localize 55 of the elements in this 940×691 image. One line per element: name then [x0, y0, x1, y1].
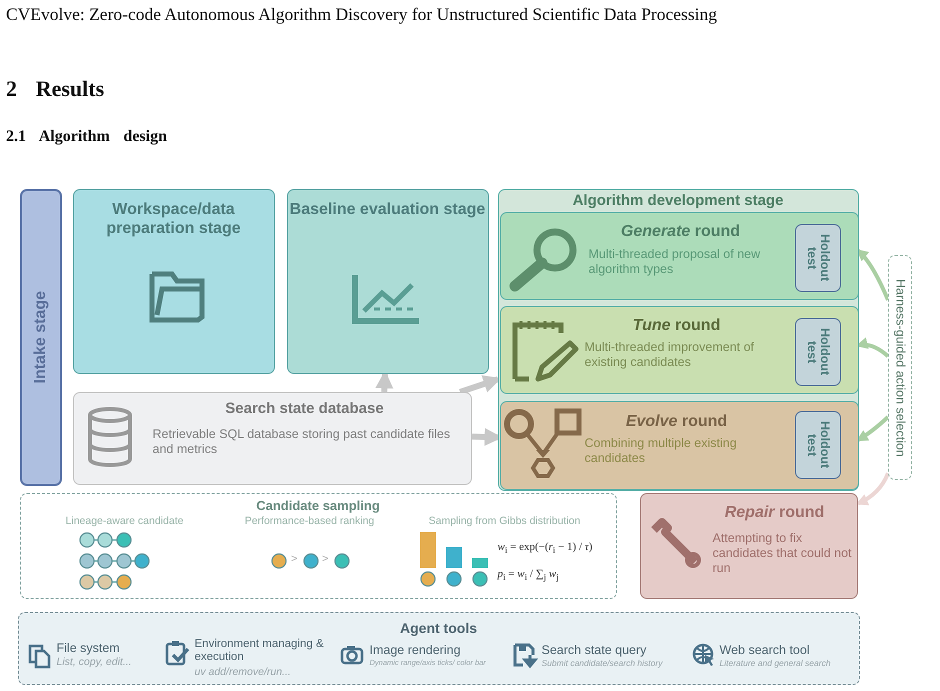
running-header: CVEvolve: Zero-code Autonomous Algorithm Discovery for Unstructured Scientific Data Processing [6, 4, 718, 25]
formula: w$_{i}$ = exp(−(r$_{i}$ − 1) / τ) [498, 540, 594, 556]
round-box [500, 401, 859, 490]
stage-title: Workspace/data preparation stage [105, 200, 242, 238]
database-description: Retrievable SQL database storing past candidate files and metrics [152, 426, 452, 456]
round-description: Attempting to fix candidates that could not run [712, 530, 852, 576]
tool-name: Image rendering [370, 642, 462, 658]
arrow [856, 472, 890, 506]
subsection-heading: 2.1 Algorithm design [6, 127, 167, 146]
holdout-box [795, 224, 841, 292]
stage-title: Baseline evaluation stage [288, 200, 486, 219]
round-box [640, 493, 858, 599]
selection-label: Harness-guided action selection [893, 278, 907, 456]
selection-box [888, 255, 912, 480]
stage-title: Repair round [724, 502, 826, 522]
sampling-panel [20, 493, 617, 599]
database-box [73, 392, 472, 485]
stage-panel [498, 189, 859, 491]
section-heading: 2 Results [6, 76, 104, 102]
tool-name: Environment managing & execution [194, 638, 325, 666]
column-heading: Sampling from Gibbs distribution [428, 514, 582, 528]
stage-title: Intake stage [32, 291, 50, 384]
round-description: Combining multiple existing candidates [584, 436, 738, 466]
stage-box [287, 189, 489, 374]
stage-title: Agent tools [399, 620, 478, 636]
column-heading: Lineage-aware candidate [64, 514, 184, 528]
greater-than-sign: > [291, 553, 298, 566]
tool-description: uv add/remove/run... [194, 666, 292, 678]
stage-title: Generate round [620, 222, 742, 241]
holdout-label: Holdout test [804, 327, 832, 378]
stage-box [73, 189, 275, 374]
tool-description: Literature and general search [720, 658, 832, 668]
tool-name: Search state query [542, 642, 648, 658]
stage-title: Search state database [224, 400, 385, 418]
stage-title: Algorithm development stage [572, 192, 784, 210]
holdout-box [795, 318, 841, 386]
holdout-label: Holdout test [804, 233, 832, 284]
greater-than-sign: > [322, 553, 328, 566]
stage-title: Tune round [632, 316, 722, 335]
stage-title: Evolve round [624, 412, 728, 431]
round-box [500, 306, 859, 394]
tool-name: File system [56, 640, 121, 656]
formula: p$_{i}$ = w$_{i}$ / ∑$_{j}$ w$_{j}$ [498, 568, 560, 583]
stage-title: Candidate sampling [255, 498, 381, 514]
column-heading: Performance-based ranking [244, 514, 376, 528]
round-box [500, 212, 859, 300]
round-description: Multi-threaded proposal of new algorithm types [588, 246, 762, 276]
tools-panel [18, 612, 860, 685]
round-description: Multi-threaded improvement of existing candidates [584, 340, 756, 370]
tool-description: List, copy, edit... [56, 656, 133, 668]
stage-band [20, 189, 62, 486]
holdout-label: Holdout test [804, 420, 832, 471]
holdout-box [795, 411, 841, 479]
tool-description: Submit candidate/search history [542, 658, 664, 668]
tool-name: Web search tool [720, 642, 811, 658]
